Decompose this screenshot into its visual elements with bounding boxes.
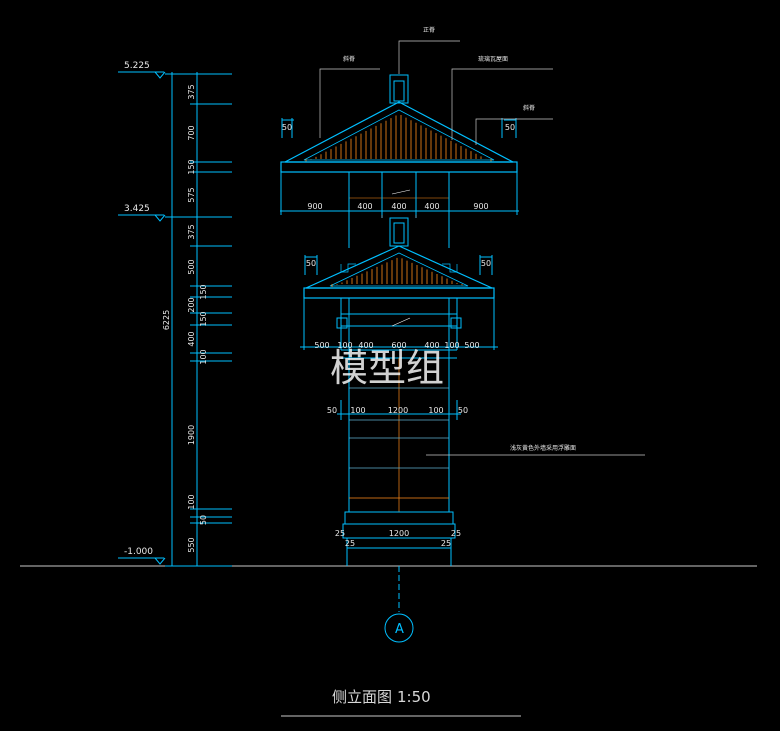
vdim-7: 150 — [199, 284, 208, 299]
upper-roof — [280, 74, 518, 173]
lower-dim-e: 400 — [424, 341, 439, 350]
drawing-scale: 1:50 — [397, 688, 431, 706]
level-bottom-label: -1.000 — [124, 547, 153, 557]
shaft-dimension-row — [337, 400, 461, 420]
eave-lower-a: 50 — [306, 259, 316, 268]
vdim-12: 1900 — [187, 425, 196, 445]
upper-dim-a: 900 — [307, 202, 322, 211]
shaft-dim-e: 50 — [458, 406, 468, 415]
level-top-label: 5.225 — [124, 61, 150, 71]
vdim-4: 575 — [187, 187, 196, 202]
main-column — [336, 298, 462, 512]
lower-dim-f: 100 — [444, 341, 459, 350]
right-slope-label: 斜脊 — [523, 104, 535, 112]
base-dim-c: 25 — [451, 529, 461, 538]
vdim-10: 400 — [187, 331, 196, 346]
upper-dim-b: 400 — [357, 202, 372, 211]
shaft-dim-a: 50 — [327, 406, 337, 415]
vdim-8: 200 — [187, 297, 196, 312]
vdim-3: 150 — [187, 159, 196, 174]
vdim-1: 375 — [187, 84, 196, 99]
vdim-total: 6225 — [162, 310, 171, 330]
vdim-6: 500 — [187, 259, 196, 274]
vdim-9: 150 — [199, 311, 208, 326]
level-mark-top: 5.225 — [118, 61, 166, 79]
eave-marks — [281, 118, 517, 275]
eave-upper-a: 50 — [282, 123, 292, 132]
vdim-13: 100 — [187, 494, 196, 509]
body-label: 浅灰黄色外墙采用浮雕面 — [510, 444, 576, 452]
upper-dim-c: 400 — [391, 202, 406, 211]
base-dim-b: 1200 — [389, 529, 409, 538]
lower-dim-c: 400 — [358, 341, 373, 350]
vdim-15: 550 — [187, 537, 196, 552]
axis-label: A — [395, 622, 404, 637]
upper-dimension-row — [280, 172, 519, 215]
base-dim-e: 25 — [441, 539, 451, 548]
left-slope-label: 斜脊 — [343, 55, 355, 63]
tile-label: 琉璃瓦屋面 — [478, 55, 508, 63]
level-mark-bottom: -1.000 — [118, 547, 166, 565]
level-middle-label: 3.425 — [124, 204, 150, 214]
shaft-dim-d: 100 — [428, 406, 443, 415]
upper-dim-e: 900 — [473, 202, 488, 211]
column-base — [342, 511, 456, 566]
vdim-5: 375 — [187, 224, 196, 239]
lower-dim-d: 600 — [391, 341, 406, 350]
watermark: 模型组 — [330, 346, 444, 390]
leaders — [319, 40, 645, 456]
drawing-title: 侧立面图 — [332, 688, 392, 706]
base-dim-a: 25 — [335, 529, 345, 538]
level-mark-middle: 3.425 — [118, 204, 166, 222]
lower-dim-g: 500 — [464, 341, 479, 350]
lower-dim-b: 100 — [337, 341, 352, 350]
vdim-14: 50 — [199, 515, 208, 525]
lower-dimension-row — [300, 298, 498, 350]
eave-upper-b: 50 — [505, 123, 515, 132]
ridge-label: 正脊 — [423, 26, 435, 34]
eave-lower-b: 50 — [481, 259, 491, 268]
shaft-dim-b: 100 — [350, 406, 365, 415]
upper-dim-d: 400 — [424, 202, 439, 211]
lower-dim-a: 500 — [314, 341, 329, 350]
vertical-dimension-chain — [165, 72, 232, 567]
vdim-11: 100 — [199, 349, 208, 364]
base-dim-d: 25 — [345, 539, 355, 548]
axis-bubble — [384, 613, 414, 643]
lower-roof — [303, 245, 495, 299]
shaft-dim-c: 1200 — [388, 406, 408, 415]
vdim-2: 700 — [187, 125, 196, 140]
